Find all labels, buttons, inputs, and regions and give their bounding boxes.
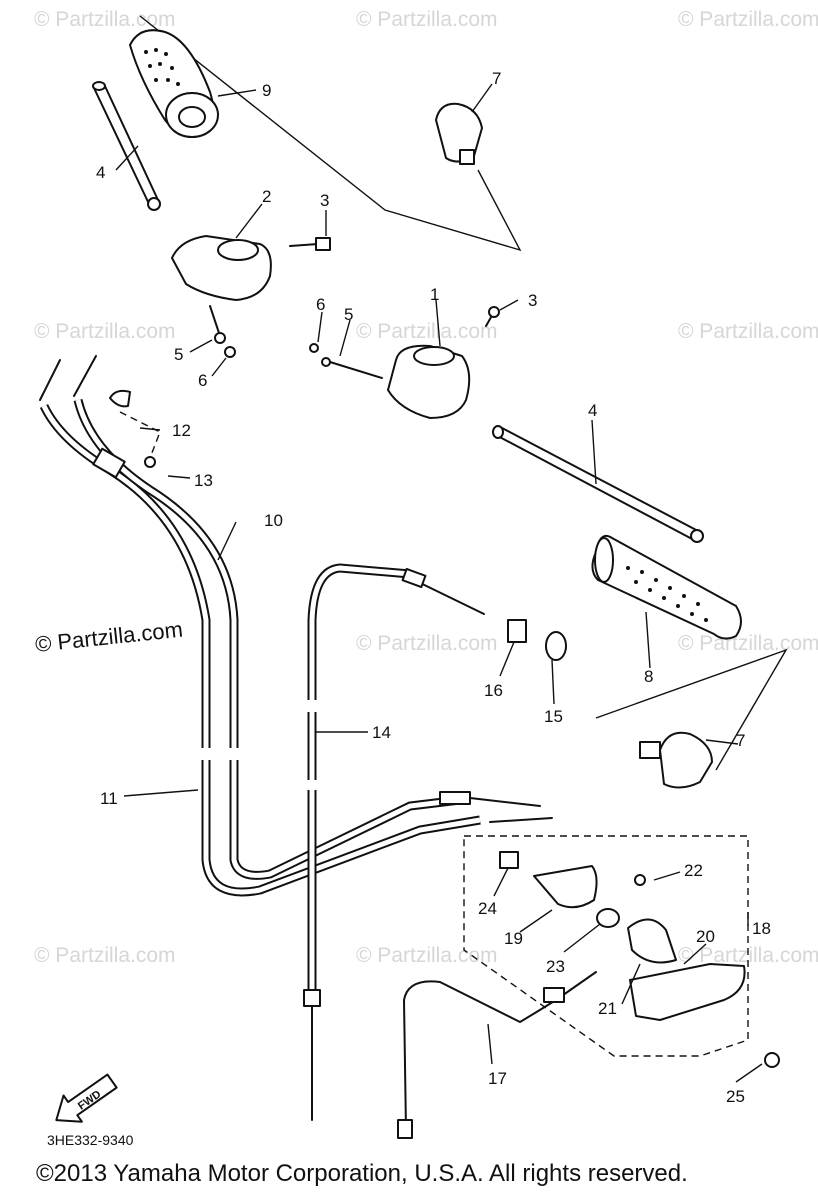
right-grip [591,534,742,640]
leader [119,411,161,459]
callout-4: 4 [96,163,105,182]
callout-6: 6 [316,295,325,314]
watermark: © Partzilla.com [678,8,818,31]
watermark: © Partzilla.com [34,320,176,343]
callout-15: 15 [544,707,563,726]
callout-19: 19 [504,929,523,948]
watermark-dark: © Partzilla.com [34,617,184,657]
callout-10: 10 [264,511,283,530]
callout-14: 14 [372,723,391,742]
watermark: © Partzilla.com [34,944,176,967]
watermark: © Partzilla.com [678,632,818,655]
callout-21: 21 [598,999,617,1018]
bar-end-weight-top [435,102,483,165]
choke-lever-group [463,835,749,1057]
left-handle-holder [171,235,331,358]
callout-8: 8 [644,667,653,686]
callout-7: 7 [736,731,745,750]
callout-7: 7 [492,69,501,88]
choke-cable-lower [397,971,597,1139]
callout-22: 22 [684,861,703,880]
throttle-cables [39,355,553,897]
callout-16: 16 [484,681,503,700]
callout-4: 4 [588,401,597,420]
callout-3: 3 [528,291,537,310]
callout-18: 18 [752,919,771,938]
callout-1: 1 [430,285,439,304]
choke-lever-parts [499,851,780,1068]
group-outline [139,15,522,252]
callout-labels: 9 4 7 2 3 1 3 6 5 5 6 4 12 13 10 8 16 15… [96,69,771,1106]
bar-end-weight-bottom [639,731,713,789]
watermark: © Partzilla.com [678,320,818,343]
copyright-notice: ©2013 Yamaha Motor Corporation, U.S.A. A… [36,1160,688,1187]
adjuster-nut [507,619,527,643]
watermark-layer: © Partzilla.com © Partzilla.com © Partzi… [34,8,818,967]
callout-5: 5 [344,305,353,324]
watermark: © Partzilla.com [678,944,818,967]
watermark: © Partzilla.com [356,944,498,967]
callout-5: 5 [174,345,183,364]
callout-20: 20 [696,927,715,946]
callout-6: 6 [198,371,207,390]
callout-2: 2 [262,187,271,206]
callout-23: 23 [546,957,565,976]
throttle-holder [309,306,500,419]
callout-11: 11 [100,789,118,808]
callout-12: 12 [172,421,191,440]
leader-lines [115,83,763,1083]
lock-nut [545,631,567,661]
callout-17: 17 [488,1069,507,1088]
watermark: © Partzilla.com [34,8,176,31]
left-grip [129,29,219,138]
diagram-code: 3HE332-9340 [47,1132,134,1148]
callout-13: 13 [194,471,213,490]
callout-9: 9 [262,81,271,100]
callout-24: 24 [478,899,497,918]
watermark: © Partzilla.com [356,8,498,31]
choke-cable [303,563,485,1121]
handlebar-left [92,81,161,211]
handlebar-right [492,425,704,543]
fwd-arrow-icon: FWD [55,1073,118,1123]
group-outline [595,648,788,771]
cable-guide [109,389,131,408]
watermark: © Partzilla.com [356,632,498,655]
callout-3: 3 [320,191,329,210]
callout-25: 25 [726,1087,745,1106]
watermark: © Partzilla.com [356,320,498,343]
guide-screw [144,456,156,468]
